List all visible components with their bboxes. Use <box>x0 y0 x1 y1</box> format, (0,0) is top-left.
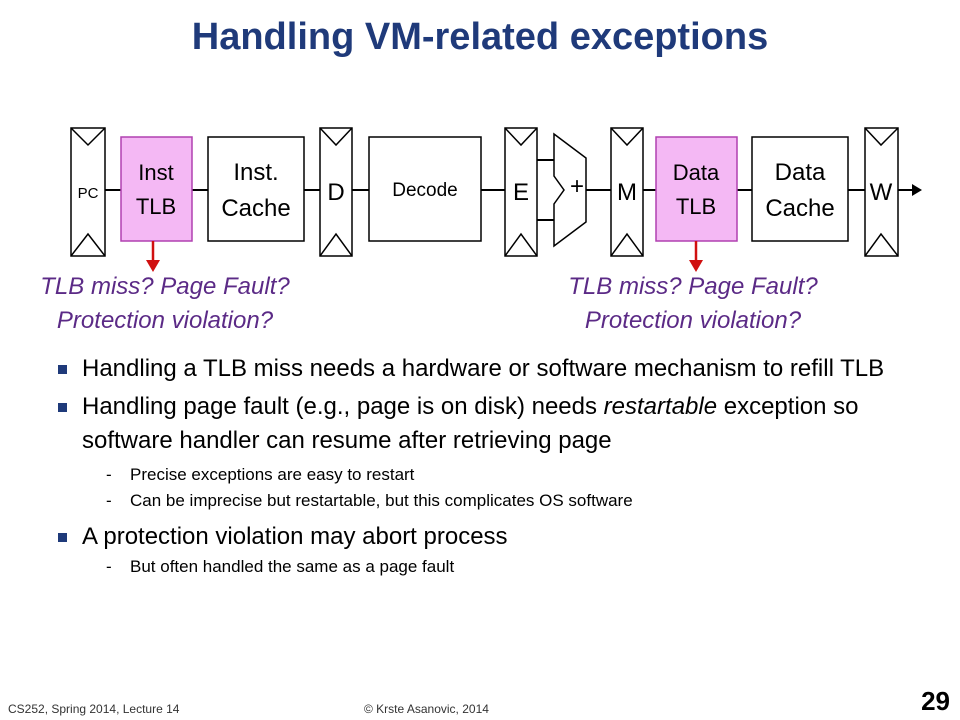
data-fault-annotation: TLB miss? Page Fault? Protection violati… <box>523 270 863 338</box>
sub-bullet-precise: - Precise exceptions are easy to restart <box>56 462 926 488</box>
data-fault-line2: Protection violation? <box>584 307 802 334</box>
course-footer: CS252, Spring 2014, Lecture 14 <box>8 702 180 716</box>
bullet-tlb-miss: Handling a TLB miss needs a hardware or … <box>56 352 926 386</box>
square-bullet-icon <box>58 403 67 412</box>
inst-fault-line2: Protection violation? <box>56 307 274 334</box>
d-label: D <box>327 179 344 206</box>
bullet-text: Handling a TLB miss needs a hardware or … <box>82 355 885 382</box>
m-label: M <box>617 179 637 206</box>
pipeline-wires <box>105 159 865 221</box>
bullet-text: A protection violation may abort process <box>82 523 508 550</box>
inst-tlb-block: Inst TLB <box>120 136 193 242</box>
d-register: D <box>319 127 353 257</box>
bullet-emphasis: restartable <box>603 393 718 420</box>
page-number: 29 <box>921 686 950 716</box>
m-register: M <box>610 127 644 257</box>
decode-label: Decode <box>392 180 458 201</box>
slide-title: Handling VM-related exceptions <box>191 16 769 58</box>
inst-cache-block: Inst. Cache <box>207 136 305 242</box>
e-register: E <box>504 127 538 257</box>
bullet-text-part: Handling page fault (e.g., page is on di… <box>82 393 604 420</box>
bullet-protection: A protection violation may abort process <box>56 520 926 554</box>
sub-bullet-text: But often handled the same as a page fau… <box>130 557 455 576</box>
square-bullet-icon <box>58 365 67 374</box>
data-fault-line1: TLB miss? Page Fault? <box>568 273 818 300</box>
data-tlb-exception-arrow <box>689 241 703 272</box>
alu-label: + <box>570 173 584 200</box>
alu-adder: + <box>553 132 587 248</box>
bullet-page-fault: Handling page fault (e.g., page is on di… <box>56 390 926 458</box>
copyright-footer: © Krste Asanovic, 2014 <box>364 702 489 716</box>
output-arrowhead <box>912 184 922 196</box>
inst-fault-line1: TLB miss? Page Fault? <box>40 273 290 300</box>
inst-fault-annotation: TLB miss? Page Fault? Protection violati… <box>0 270 335 338</box>
bullet-list: Handling a TLB miss needs a hardware or … <box>56 352 926 580</box>
data-cache-block: Data Cache <box>751 136 849 242</box>
dash-bullet: - <box>106 465 112 484</box>
data-cache-label-line2: Cache <box>765 195 834 222</box>
inst-cache-label-line1: Inst. <box>233 159 278 186</box>
pc-register: PC <box>70 127 106 257</box>
inst-tlb-exception-arrow <box>146 241 160 272</box>
w-label: W <box>870 179 893 206</box>
dash-bullet: - <box>106 557 112 576</box>
pc-label: PC <box>78 185 99 202</box>
decode-block: Decode <box>368 136 482 242</box>
data-tlb-label-line1: Data <box>673 160 720 185</box>
bullet-text-part: exception so software handler can resume… <box>82 393 859 454</box>
e-label: E <box>513 179 529 206</box>
sub-bullet-text: Can be imprecise but restartable, but th… <box>130 491 633 510</box>
sub-bullet-same-as-fault: - But often handled the same as a page f… <box>56 554 926 580</box>
data-tlb-block: Data TLB <box>655 136 738 242</box>
inst-tlb-label-line2: TLB <box>136 194 176 219</box>
w-register: W <box>864 127 899 257</box>
square-bullet-icon <box>58 533 67 542</box>
dash-bullet: - <box>106 491 112 510</box>
inst-cache-label-line2: Cache <box>221 195 290 222</box>
sub-bullet-imprecise: - Can be imprecise but restartable, but … <box>56 488 926 514</box>
data-tlb-label-line2: TLB <box>676 194 716 219</box>
inst-tlb-label-line1: Inst <box>138 160 173 185</box>
data-cache-label-line1: Data <box>775 159 826 186</box>
sub-bullet-text: Precise exceptions are easy to restart <box>130 465 415 484</box>
